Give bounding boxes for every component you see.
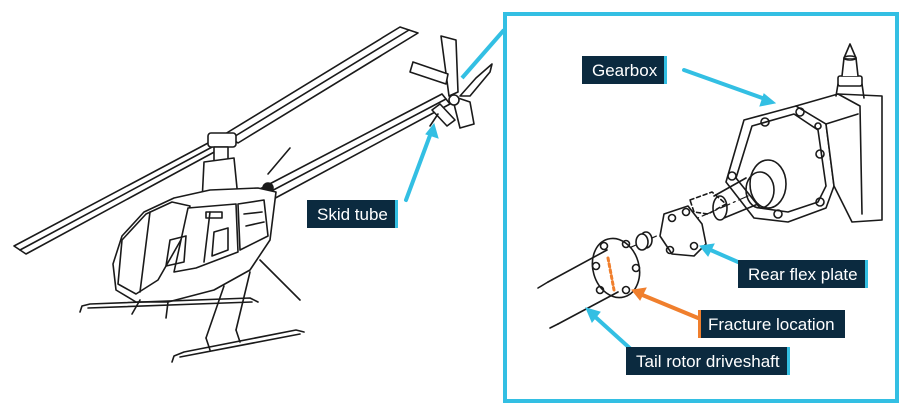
skid-tube-label-accent [394,200,398,228]
fracture-location-label: Fracture location [698,310,845,338]
leader-lines [404,68,777,354]
rear-flex-plate-icon [635,205,707,257]
landing-gear-icon [79,259,305,363]
skid-tube-leader [404,128,434,202]
rear-flex-plate-label-text: Rear flex plate [748,265,858,284]
gearbox-arrowhead [759,93,777,107]
rear-flex-plate-label-accent [864,260,868,288]
driveshaft-leader [590,312,636,354]
driveshaft-flange-icon [591,237,641,299]
gearbox-label: Gearbox [582,56,668,84]
fracture-location-marker [606,256,616,292]
gearbox-label-text: Gearbox [592,61,658,80]
rear-flex-plate-arrowhead [699,243,715,257]
gearbox-leader [682,68,770,102]
gearbox-label-accent [664,56,668,84]
assembly-icon [537,43,883,329]
fracture-arrowhead [631,287,647,301]
skid-tube-arrowhead [425,122,439,139]
detail-callout-frame [503,12,899,403]
fracture-location-label-text: Fracture location [708,315,835,334]
detail-callout-leader [460,28,506,80]
tail-rotor-driveshaft-label-text: Tail rotor driveshaft [636,352,780,371]
tail-rotor-driveshaft-label-accent [786,347,790,375]
skid-tube-label: Skid tube [307,200,398,228]
tail-rotor-driveshaft-label: Tail rotor driveshaft [626,347,790,375]
driveshaft-tube-icon [537,249,619,329]
rear-flex-plate-label: Rear flex plate [738,260,868,288]
cabin-icon [112,187,277,303]
skid-tube-label-text: Skid tube [317,205,388,224]
fracture-label-accent [698,310,701,338]
main-rotor-icon [13,26,419,255]
helicopter-icon [13,26,493,363]
fracture-leader [638,292,700,320]
gearbox-icon [712,43,883,223]
tail-boom-icon [257,35,493,203]
driveshaft-arrowhead [585,307,601,323]
